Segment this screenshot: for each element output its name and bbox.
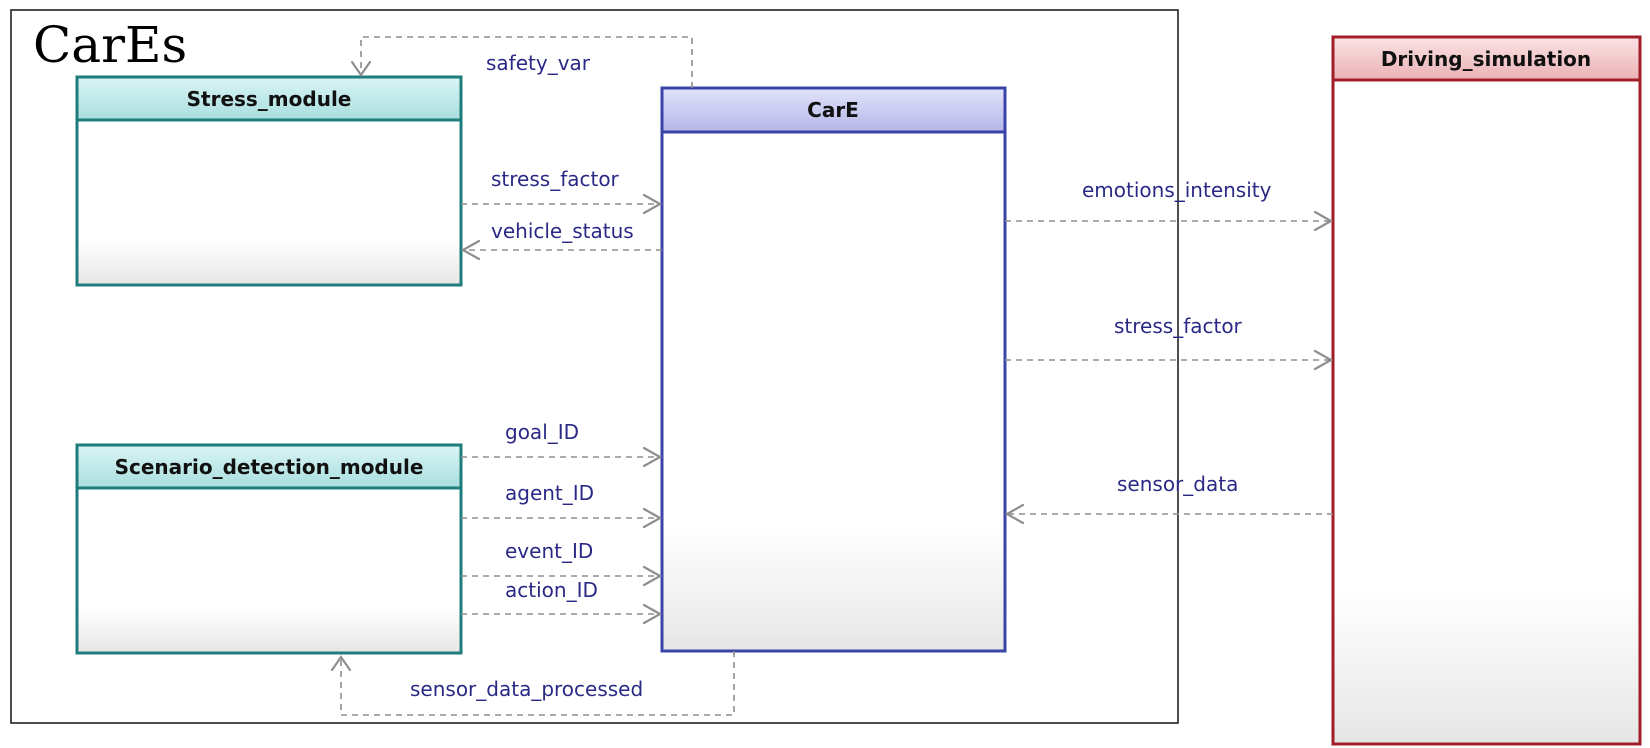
connection-vehicle-status[interactable]: vehicle_status	[460, 219, 662, 261]
connection-label: goal_ID	[505, 420, 579, 444]
block-scenario-detection-module[interactable]: Scenario_detection_module	[75, 443, 463, 655]
connection-label: emotions_intensity	[1082, 178, 1272, 202]
connection-action-id[interactable]: action_ID	[461, 578, 663, 625]
connection-label: event_ID	[505, 539, 593, 563]
connection-stress-factor-internal[interactable]: stress_factor	[461, 167, 663, 215]
block-care[interactable]: CarE	[660, 86, 1007, 653]
block-title: CarE	[807, 98, 859, 122]
connection-label: stress_factor	[491, 167, 620, 191]
connection-label: safety_var	[486, 51, 591, 75]
block-stress-module[interactable]: Stress_module	[75, 75, 463, 287]
block-title: Scenario_detection_module	[115, 455, 424, 479]
connection-emotions-intensity[interactable]: emotions_intensity	[1005, 178, 1334, 232]
block-driving-simulation[interactable]: Driving_simulation	[1331, 35, 1642, 746]
connection-label: agent_ID	[505, 481, 594, 505]
block-title: Stress_module	[187, 87, 352, 111]
block-title: Driving_simulation	[1381, 47, 1591, 71]
connection-goal-id[interactable]: goal_ID	[461, 420, 663, 468]
connection-stress-factor-external[interactable]: stress_factor	[1005, 314, 1334, 371]
connection-label: sensor_data	[1117, 472, 1238, 496]
connection-label: stress_factor	[1114, 314, 1243, 338]
connection-label: sensor_data_processed	[410, 677, 643, 701]
connection-label: vehicle_status	[491, 219, 634, 243]
connection-agent-id[interactable]: agent_ID	[461, 481, 663, 529]
connection-safety-var[interactable]: safety_var	[350, 36, 693, 88]
connection-sensor-data-processed[interactable]: sensor_data_processed	[330, 651, 735, 716]
connection-sensor-data[interactable]: sensor_data	[1004, 472, 1333, 525]
connection-label: action_ID	[505, 578, 598, 602]
connection-event-id[interactable]: event_ID	[461, 539, 663, 587]
system-title: CarEs	[33, 16, 187, 74]
